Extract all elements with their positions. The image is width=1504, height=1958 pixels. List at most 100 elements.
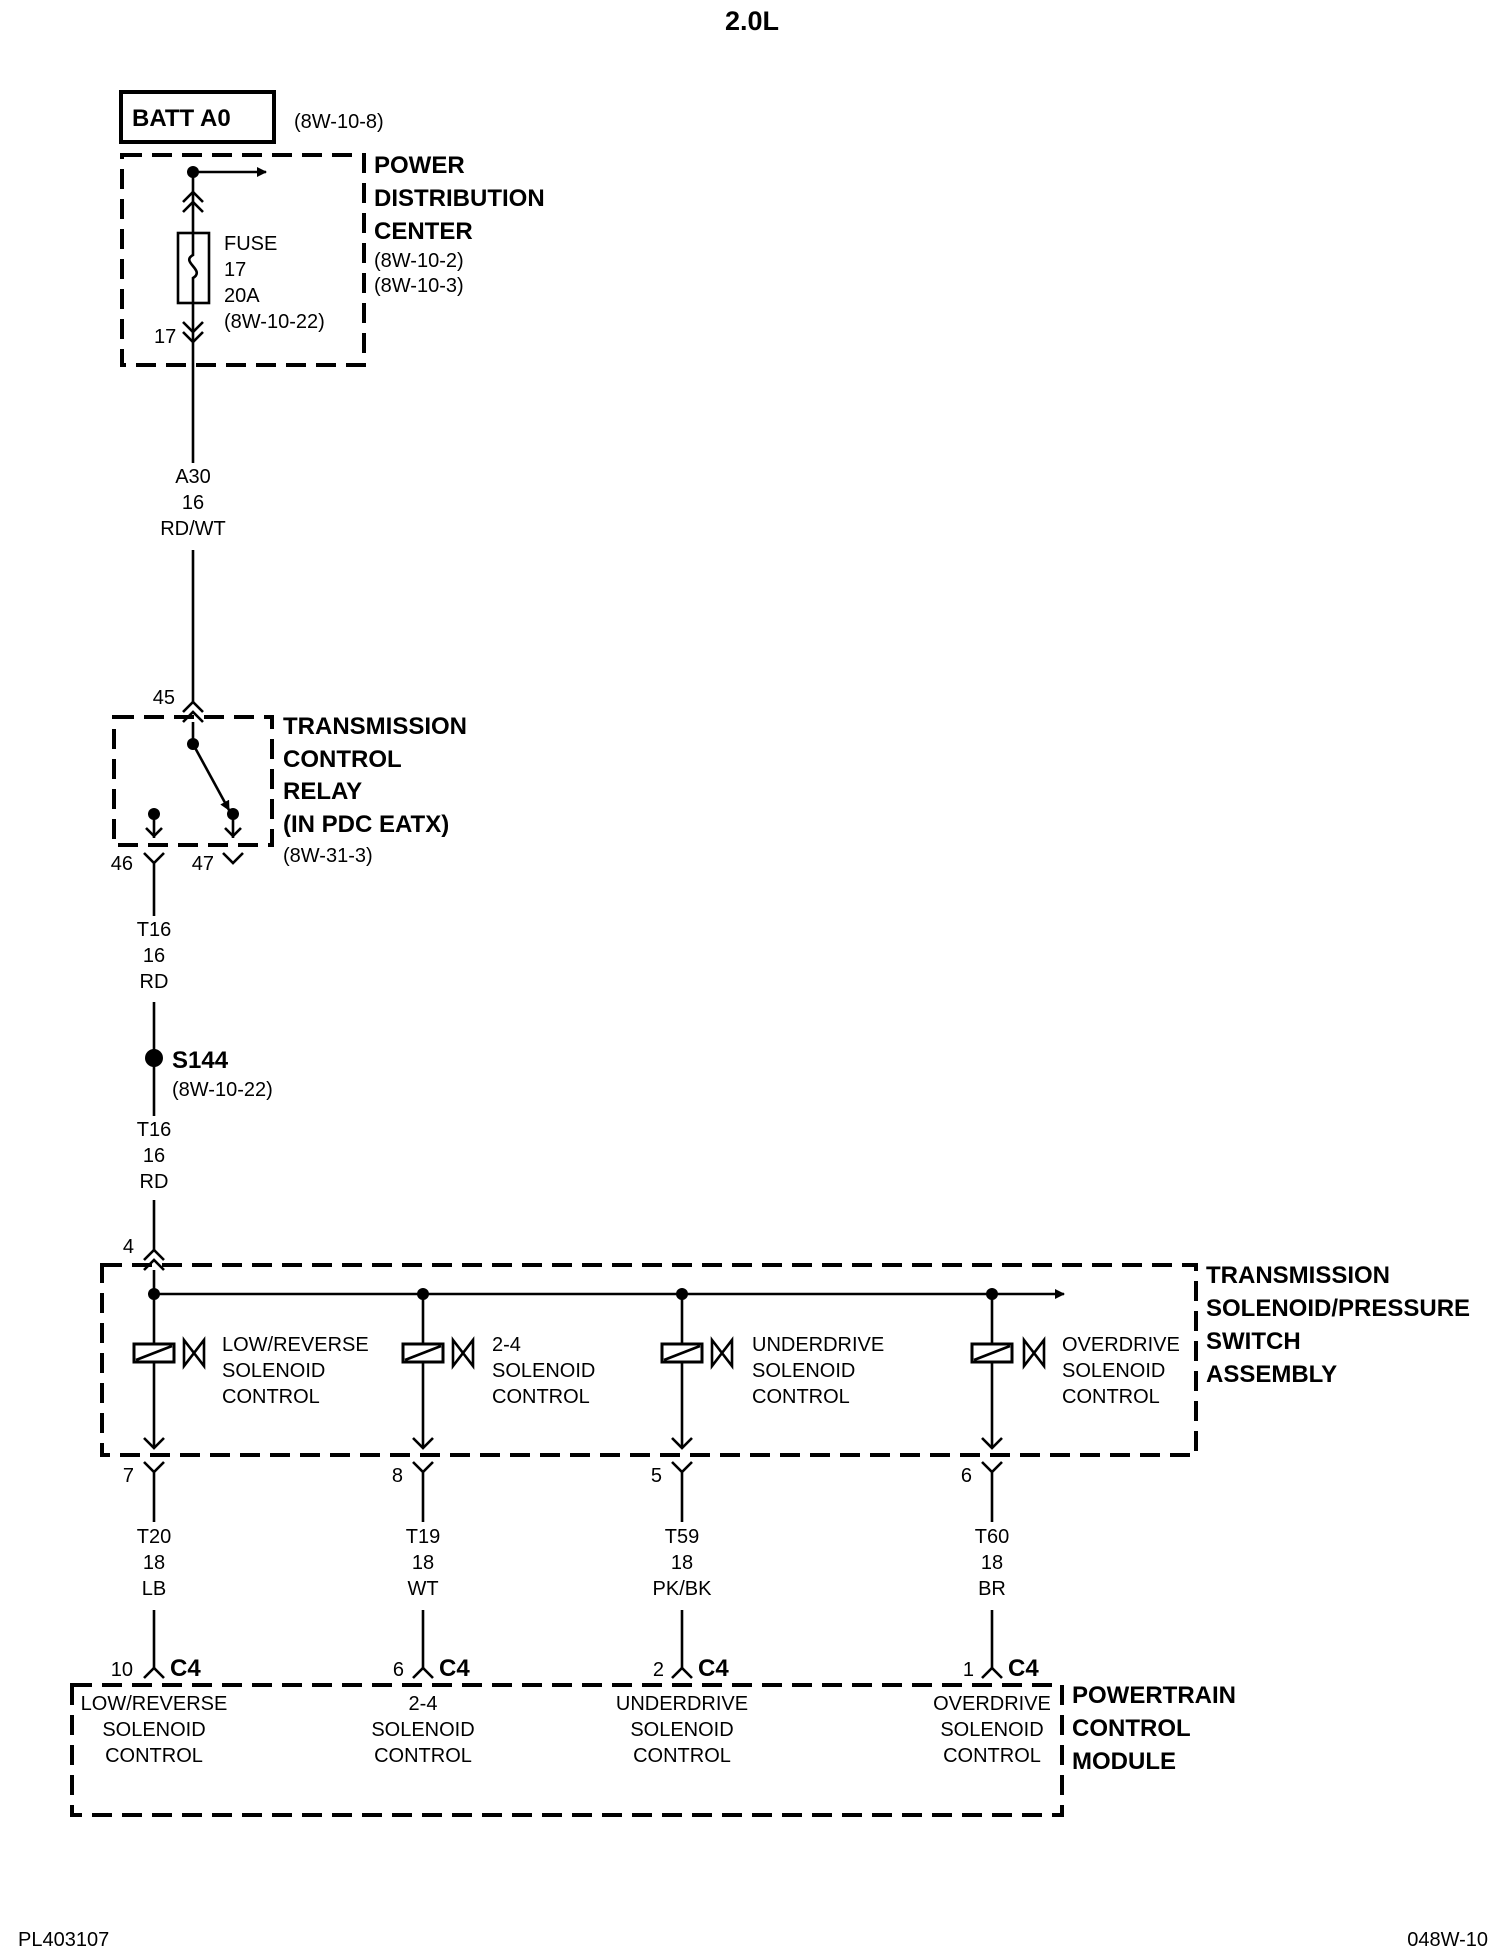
relay-pin-47: 47 [192,853,214,875]
assembly-name-3: SWITCH [1206,1328,1301,1355]
pcm-label-2: SOLENOID [630,1719,733,1741]
solenoid-overdrive: OVERDRIVE SOLENOID CONTROL 6 [961,1288,1180,1487]
assembly-boundary [100,1263,1198,1457]
batt-ref: (8W-10-8) [294,111,384,133]
pcm-pin-1: 10 C4 LOW/REVERSE SOLENOID CONTROL [81,1655,228,1767]
pdc-name-3: CENTER [374,218,473,245]
valve-icon [451,1336,475,1370]
solenoid-pin: 7 [123,1465,134,1487]
pcm-pin-number: 2 [653,1659,664,1681]
pcm-pin-2: 6 C4 2-4 SOLENOID CONTROL [371,1655,474,1767]
pcm-boundary [70,1683,1064,1817]
solenoid-low-reverse: LOW/REVERSE SOLENOID CONTROL 7 [123,1288,369,1487]
assembly-name-2: SOLENOID/PRESSURE [1206,1295,1470,1322]
wire-circuit: T19 [406,1526,440,1548]
relay-name-2: CONTROL [283,746,402,773]
pcm-name-2: CONTROL [1072,1715,1191,1742]
wire-color: PK/BK [653,1578,713,1600]
relay-name-4: (IN PDC EATX) [283,811,449,838]
wire-circuit: T20 [137,1526,171,1548]
relay-pin-46-connector [143,852,165,872]
solenoid-label-1: UNDERDRIVE [752,1334,884,1356]
solenoid-underdrive: UNDERDRIVE SOLENOID CONTROL 5 [651,1288,884,1487]
pcm-name-3: MODULE [1072,1748,1176,1775]
pdc-top-connector [182,190,204,213]
fuse-bottom-connector [182,321,204,344]
solenoid-label-1: 2-4 [492,1334,521,1356]
pcm-pin-number: 1 [963,1659,974,1681]
output-wire-3: T59 18 PK/BK [653,1480,713,1668]
wire-t16-upper-gauge: 16 [143,945,165,967]
solenoid-label-2: SOLENOID [222,1360,325,1382]
wire-a30-circuit: A30 [175,466,211,488]
pcm-pin-number: 10 [111,1659,133,1681]
transmission-control-relay: 45 46 47 TRANSMISSION CONTROL RELAY (IN … [111,687,467,875]
pcm-label-3: CONTROL [943,1745,1041,1767]
pdc-ref-2: (8W-10-3) [374,275,464,297]
wire-a30-color: RD/WT [160,518,226,540]
solenoid-label-1: LOW/REVERSE [222,1334,369,1356]
splice-name: S144 [172,1047,229,1074]
valve-icon [1022,1336,1046,1370]
pcm-label-2: SOLENOID [940,1719,1043,1741]
pcm-name-1: POWERTRAIN [1072,1682,1236,1709]
relay-boundary [112,715,274,847]
wire-t16-lower-circuit: T16 [137,1119,171,1141]
wire-circuit: T59 [665,1526,699,1548]
pdc-ref-1: (8W-10-2) [374,250,464,272]
pcm-label-3: CONTROL [633,1745,731,1767]
footer-left: PL403107 [18,1929,109,1951]
solenoid-label-2: SOLENOID [752,1360,855,1382]
pdc-name-2: DISTRIBUTION [374,185,545,212]
wire-gauge: 18 [143,1552,165,1574]
pcm-label-3: CONTROL [374,1745,472,1767]
wire-t16-upper-circuit: T16 [137,919,171,941]
solenoid-label-1: OVERDRIVE [1062,1334,1180,1356]
pcm-connector: C4 [439,1655,470,1682]
solenoid-label-2: SOLENOID [492,1360,595,1382]
valve-icon [182,1336,206,1370]
pcm-label-3: CONTROL [105,1745,203,1767]
solenoid-pin: 6 [961,1465,972,1487]
fuse-number: 17 [224,259,246,281]
solenoid-label-3: CONTROL [492,1386,590,1408]
relay-name-1: TRANSMISSION [283,713,467,740]
assembly-name-4: ASSEMBLY [1206,1361,1337,1388]
solenoid-label-2: SOLENOID [1062,1360,1165,1382]
relay-pin-45: 45 [153,687,175,709]
page-title: 2.0L [725,6,779,36]
wire-gauge: 18 [412,1552,434,1574]
power-distribution-center: POWER DISTRIBUTION CENTER (8W-10-2) (8W-… [120,152,545,367]
wire-t16-lower-color: RD [140,1171,169,1193]
pcm-connector: C4 [698,1655,729,1682]
pcm-connector: C4 [1008,1655,1039,1682]
wire-t16-lower-gauge: 16 [143,1145,165,1167]
solenoid-pin: 8 [392,1465,403,1487]
pcm-pin-3: 2 C4 UNDERDRIVE SOLENOID CONTROL [616,1655,748,1767]
relay-contact-arm [191,743,231,811]
output-wire-2: T19 18 WT [406,1480,440,1668]
assembly-name-1: TRANSMISSION [1206,1262,1390,1289]
fuse-pin: 17 [154,326,176,348]
relay-pin-46: 46 [111,853,133,875]
solenoid-label-3: CONTROL [752,1386,850,1408]
relay-pin-47-connector [222,852,244,865]
splice-s144-dot [145,1049,163,1067]
pcm-connector: C4 [170,1655,201,1682]
footer-right: 048W-10 [1407,1929,1488,1951]
wire-a30-gauge: 16 [182,492,204,514]
solenoid-pressure-switch-assembly: 4 TRANSMISSION SOLENOID/PRESSURE SWITCH … [100,1236,1470,1487]
batt-box [119,90,276,144]
pcm-pin-4: 1 C4 OVERDRIVE SOLENOID CONTROL [933,1655,1051,1767]
solenoid-2-4: 2-4 SOLENOID CONTROL 8 [392,1288,595,1487]
pcm-label-1: LOW/REVERSE [81,1693,228,1715]
output-wire-1: T20 18 LB [137,1480,171,1668]
wire-color: BR [978,1578,1006,1600]
fuse-rating: 20A [224,285,260,307]
pcm-label-1: UNDERDRIVE [616,1693,748,1715]
fuse-ref: (8W-10-22) [224,311,325,333]
relay-name-3: RELAY [283,778,362,805]
pcm-label-2: SOLENOID [102,1719,205,1741]
wire-color: WT [407,1578,438,1600]
splice-ref: (8W-10-22) [172,1079,273,1101]
